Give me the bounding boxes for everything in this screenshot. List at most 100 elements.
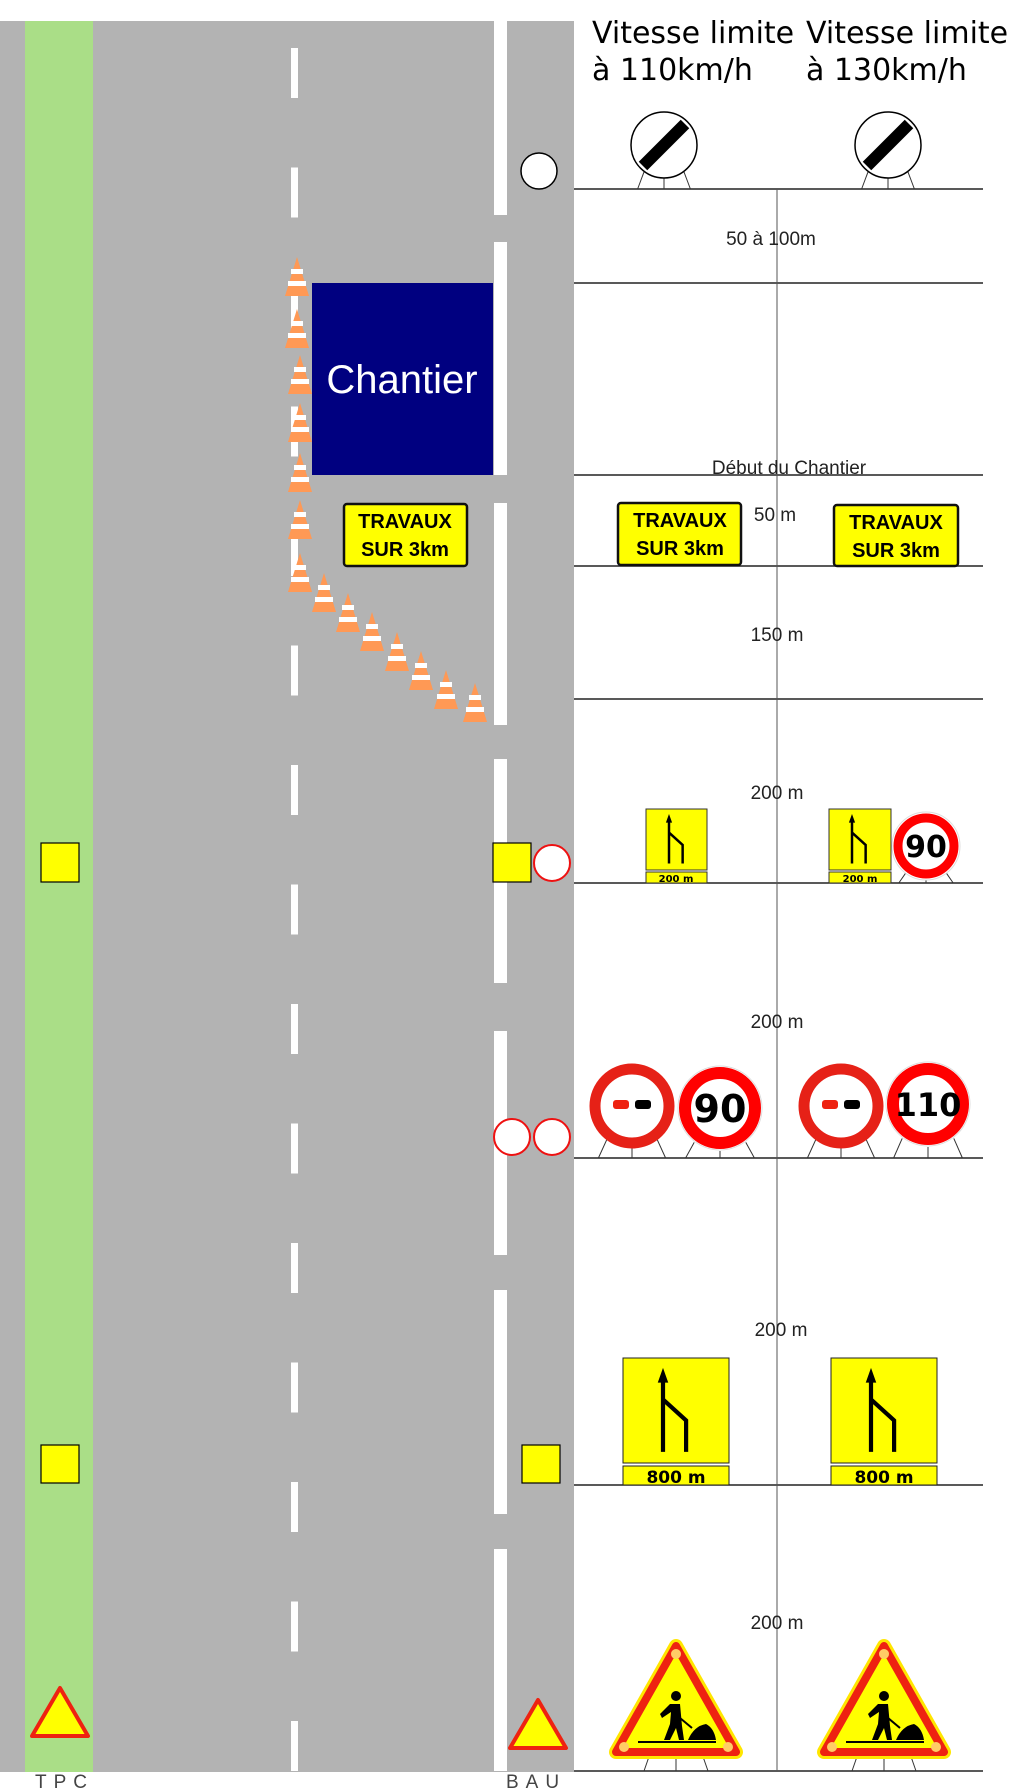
roadworks-warning-sign: [616, 1646, 736, 1752]
cone-body: [409, 651, 433, 690]
lane-dash: [291, 526, 298, 576]
edge-line-segment: [494, 1549, 507, 1771]
travaux-line1: TRAVAUX: [849, 512, 943, 534]
lane-divider-dashes: [291, 48, 298, 1771]
cone-stripe: [339, 617, 357, 622]
traffic-cone-icon: [463, 683, 487, 722]
lane-dash: [291, 287, 298, 337]
distance-plate: 200 m: [659, 874, 694, 885]
cone-body: [288, 553, 312, 592]
travaux-line1: TRAVAUX: [358, 511, 452, 533]
traffic-cone-icon: [285, 257, 309, 296]
speed-limit-90-sign: 90: [891, 811, 961, 881]
cone-stripe: [294, 512, 306, 517]
distance-plate: 200 m: [843, 874, 878, 885]
sign-post: [953, 1138, 963, 1159]
lane-dash: [291, 48, 298, 98]
lane-dash: [291, 645, 298, 696]
sign-post: [865, 1139, 876, 1159]
distance-labels: 50 à 100m Début du Chantier 50 m 150 m 2…: [712, 229, 867, 1634]
sign-post: [806, 1139, 817, 1159]
road-travaux-sign: TRAVAUX SUR 3km: [342, 502, 469, 568]
lane-dash: [291, 1362, 298, 1413]
median-yellow-marker: [40, 842, 80, 883]
distance-label: 50 m: [754, 505, 796, 526]
lane-dash: [291, 1243, 298, 1293]
distance-plate: 800 m: [854, 1468, 913, 1488]
cone-stripe: [288, 333, 306, 338]
cone-body: [312, 573, 336, 612]
cone-body: [285, 309, 309, 348]
lane-dash: [291, 1721, 298, 1771]
bau-label: BAU: [506, 1772, 566, 1792]
speed-value: 90: [905, 830, 947, 865]
distance-label: 200 m: [751, 1012, 804, 1033]
lane-reduction-sign-800m: 800 m: [830, 1357, 938, 1488]
sign-post: [685, 1142, 695, 1159]
cone-stripe: [288, 281, 306, 286]
cone-stripe: [437, 694, 455, 699]
cone-stripe: [412, 675, 430, 680]
cone-stripe: [291, 379, 309, 384]
cone-stripe: [291, 477, 309, 482]
shoulder-yellow-marker: [492, 842, 532, 883]
cone-stripe: [318, 585, 330, 590]
cone-body: [288, 453, 312, 492]
median-yellow-marker: [40, 1444, 80, 1484]
cone-stripe: [291, 427, 309, 432]
traffic-cone-icon: [385, 632, 409, 671]
speed-limit-110-sign: 110: [885, 1061, 971, 1147]
speed-marker: [533, 844, 571, 882]
sign-post: [597, 1139, 608, 1159]
traffic-cone-icon: [434, 670, 458, 709]
sign-post: [893, 1138, 903, 1159]
travaux-line2: SUR 3km: [361, 539, 449, 561]
cone-stripe: [415, 663, 427, 668]
distance-label: 150 m: [751, 625, 804, 646]
tpc-label: TPC: [35, 1772, 94, 1792]
sign-posts: [597, 171, 963, 1772]
cone-body: [288, 500, 312, 539]
traffic-cone-icon: [288, 403, 312, 442]
sign-post: [907, 171, 915, 190]
traffic-cone-icon: [288, 453, 312, 492]
work-zone: [312, 283, 493, 475]
travaux-sign-110: TRAVAUX SUR 3km: [616, 501, 743, 567]
traffic-cone-icon: [336, 593, 360, 632]
edge-line-segment: [494, 242, 507, 475]
red-car-icon: [822, 1100, 838, 1109]
cone-body: [463, 683, 487, 722]
cone-body: [360, 612, 384, 651]
traffic-cone-icon: [285, 309, 309, 348]
header-130-line2: à 130km/h: [806, 53, 967, 88]
distance-label: 200 m: [751, 783, 804, 804]
lane-reduction-sign-200m: 200 m: [828, 808, 892, 885]
cone-stripe: [294, 565, 306, 570]
speed-value: 110: [895, 1086, 962, 1124]
sign-post: [945, 872, 954, 884]
traffic-cone-icon: [288, 355, 312, 394]
cone-stripe: [363, 636, 381, 641]
traffic-cone-icon: [409, 651, 433, 690]
end-of-speed-limit-sign: [631, 112, 697, 178]
traffic-cone-icon: [312, 573, 336, 612]
distance-label: 200 m: [755, 1320, 808, 1341]
roadworks-warning-sign: [824, 1646, 944, 1752]
lane-dash: [291, 1123, 298, 1174]
road: Chantier TRAVAUX SUR 3km TPC BAU: [0, 21, 574, 1792]
cone-stripe: [315, 597, 333, 602]
header-110-line1: Vitesse limite: [592, 16, 794, 51]
no-overtaking-sign: [589, 1063, 675, 1149]
cone-stripe: [294, 367, 306, 372]
cone-body: [336, 593, 360, 632]
cone-body: [288, 355, 312, 394]
cone-stripe: [294, 465, 306, 470]
cone-stripe: [440, 682, 452, 687]
shoulder-edge-line: [494, 21, 507, 1771]
sign-post: [861, 171, 869, 190]
edge-line-segment: [494, 1290, 507, 1514]
speed-limit-90-sign: 90: [677, 1065, 763, 1151]
distance-label: 200 m: [751, 1613, 804, 1634]
cone-stripe: [291, 524, 309, 529]
cone-taper: [285, 257, 487, 722]
